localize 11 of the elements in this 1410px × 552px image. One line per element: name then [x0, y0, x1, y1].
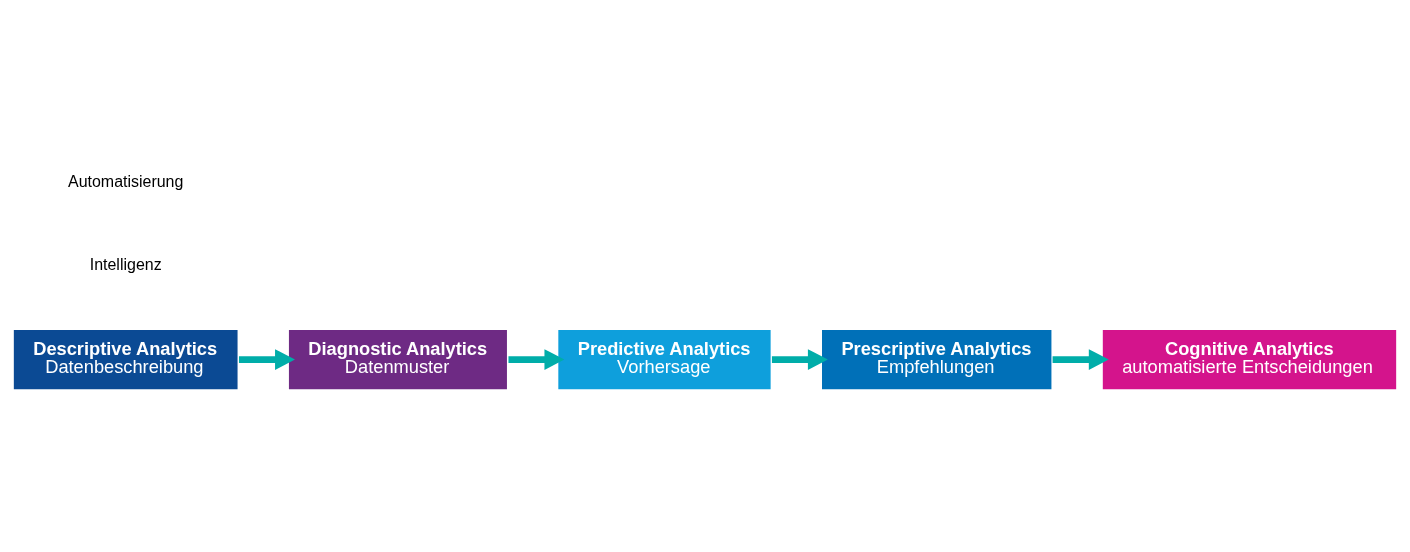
label: Intelligenz — [89, 256, 162, 274]
node-box: Predictive Analytics Vorhersage — [556, 327, 773, 392]
arrow — [508, 349, 565, 371]
label: Automatisierung — [67, 172, 184, 190]
node-box: Diagnostic Analytics Datenmuster — [286, 327, 510, 392]
arrow — [1052, 349, 1109, 371]
arrow — [239, 349, 295, 371]
node-box: Descriptive Analytics Datenbeschreibung — [11, 327, 240, 392]
node-box: Prescriptive Analytics Empfehlungen — [819, 327, 1054, 392]
node-box: Cognitive Analytics automatisierte Entscheidungen — [1100, 327, 1399, 392]
arrow — [771, 349, 828, 371]
